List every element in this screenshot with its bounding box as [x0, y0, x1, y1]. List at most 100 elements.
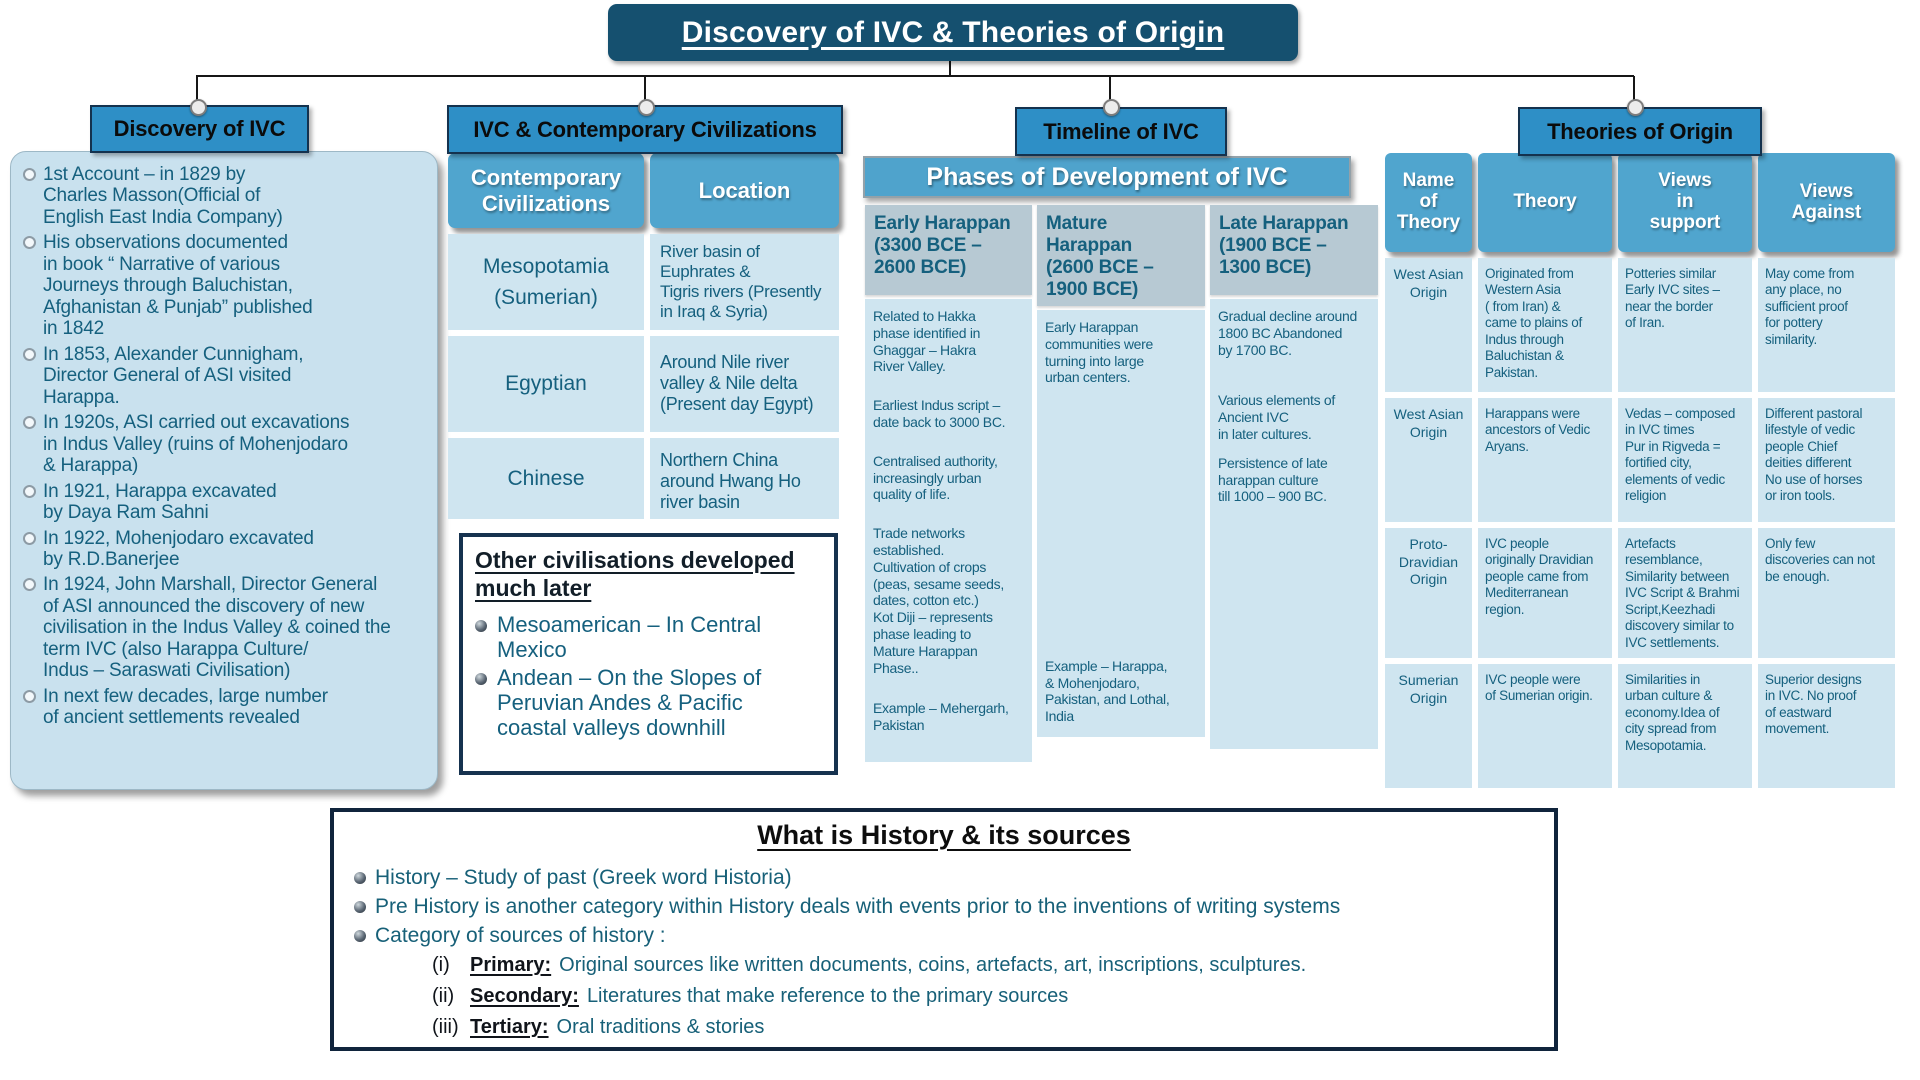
theory-cell: IVC people were of Sumerian origin.	[1478, 664, 1612, 788]
phase-paragraph: Gradual decline around 1800 BC Abandoned…	[1218, 308, 1357, 358]
connector-node-theories	[1627, 99, 1644, 116]
roman-numeral: (i)	[432, 954, 450, 976]
phase-paragraph: Related to Hakka phase identified in Gha…	[873, 308, 981, 375]
discovery-bullet: In 1921, Harappa excavated by Daya Ram S…	[43, 480, 277, 524]
discovery-bullet: In 1853, Alexander Cunnigham, Director G…	[43, 343, 304, 408]
history-bullet: Category of sources of history :	[375, 924, 666, 947]
sphere-bullet-icon	[354, 901, 366, 913]
phases-banner-label: Phases of Development of IVC	[926, 162, 1288, 191]
connector-node-timeline	[1103, 99, 1120, 116]
connector-drop-discovery	[196, 76, 198, 106]
discovery-bullet: 1st Account – in 1829 by Charles Masson(…	[43, 164, 283, 228]
table-cell-civ: Chinese	[448, 438, 644, 519]
phase-column-late: Late Harappan (1900 BCE – 1300 BCE) Grad…	[1210, 205, 1378, 762]
column-header-name-of-theory: Name of Theory	[1385, 153, 1472, 252]
phase-paragraph: Trade networks established. Cultivation …	[873, 525, 1004, 676]
list-item: In 1922, Mohenjodaro excavated by R.D.Ba…	[23, 528, 429, 571]
support-cell: Potteries similar Early IVC sites – near…	[1618, 258, 1752, 392]
discovery-bullet: In 1922, Mohenjodaro excavated by R.D.Ba…	[43, 527, 314, 570]
history-box-title: What is History & its sources	[757, 820, 1131, 850]
phase-paragraph: Earliest Indus script – date back to 300…	[873, 397, 1006, 430]
phase-column-early: Early Harappan (3300 BCE – 2600 BCE) Rel…	[865, 205, 1032, 762]
source-type-secondary: (ii)Secondary:Literatures that make refe…	[432, 981, 1540, 1012]
page-title: Discovery of IVC & Theories of Origin	[608, 4, 1298, 61]
list-item: His observations documented in book “ Na…	[23, 232, 429, 339]
sphere-bullet-icon	[354, 930, 366, 942]
theories-table: Name of Theory Theory Views in support V…	[1385, 153, 1895, 788]
circle-bullet-icon	[23, 416, 36, 430]
table-cell-civ: Mesopotamia (Sumerian)	[448, 234, 644, 330]
other-civilisations-box: Other civilisations developed much later…	[459, 533, 838, 775]
phase-body: Early Harappan communities were turning …	[1037, 310, 1205, 737]
source-type-label: Primary:	[470, 954, 552, 976]
support-cell: Similarities in urban culture & economy.…	[1618, 664, 1752, 788]
list-item: In next few decades, large number of anc…	[23, 686, 429, 729]
column-header-location: Location	[650, 153, 839, 228]
history-bullet: Pre History is another category within H…	[375, 895, 1341, 918]
list-item: Andean – On the Slopes of Peruvian Andes…	[475, 665, 822, 741]
phase-header: Late Harappan (1900 BCE – 1300 BCE)	[1210, 205, 1378, 295]
against-cell: Only few discoveries can not be enough.	[1758, 528, 1895, 658]
theory-cell: Originated from Western Asia ( from Iran…	[1478, 258, 1612, 392]
theory-name-cell: Sumerian Origin	[1385, 664, 1472, 788]
circle-bullet-icon	[23, 484, 36, 498]
discovery-bullet: In 1920s, ASI carried out excavations in…	[43, 412, 350, 477]
list-item: History – Study of past (Greek word Hist…	[354, 863, 1540, 892]
phase-example: Example – Harappa, & Mohenjodaro, Pakist…	[1045, 657, 1170, 725]
support-cell: Artefacts resemblance, Similarity betwee…	[1618, 528, 1752, 658]
connector-node-contemporary	[638, 99, 655, 116]
column-header-views-in-support: Views in support	[1618, 153, 1752, 252]
list-item: In 1920s, ASI carried out excavations in…	[23, 412, 429, 476]
support-cell: Vedas – composed in IVC times Pur in Rig…	[1618, 398, 1752, 522]
circle-bullet-icon	[23, 578, 36, 592]
discovery-bullet: In next few decades, large number of anc…	[43, 685, 328, 729]
source-type-text: Oral traditions & stories	[556, 1016, 765, 1038]
sphere-bullet-icon	[354, 872, 366, 884]
phase-body: Related to Hakka phase identified in Gha…	[865, 299, 1032, 762]
list-item: Category of sources of history :	[354, 921, 1540, 950]
other-civilisations-title: Other civilisations developed much later	[475, 547, 795, 601]
table-cell-location: Around Nile river valley & Nile delta (P…	[650, 336, 839, 432]
circle-bullet-icon	[23, 347, 36, 361]
section-header-timeline-label: Timeline of IVC	[1043, 118, 1199, 144]
list-item: Mesoamerican – In Central Mexico	[475, 612, 822, 663]
phase-paragraph: Early Harappan communities were turning …	[1045, 319, 1154, 386]
table-cell-civ: Egyptian	[448, 336, 644, 432]
discovery-bullet: In 1924, John Marshall, Director General…	[43, 574, 391, 682]
phase-header: Mature Harappan (2600 BCE – 1900 BCE)	[1037, 205, 1205, 306]
circle-bullet-icon	[23, 168, 36, 181]
connector-drop-theories	[1633, 76, 1635, 106]
list-item: In 1921, Harappa excavated by Daya Ram S…	[23, 481, 429, 524]
section-header-discovery-label: Discovery of IVC	[113, 116, 286, 141]
phase-example: Example – Mehergarh, Pakistan	[873, 700, 1009, 734]
circle-bullet-icon	[23, 531, 36, 545]
roman-numeral: (iii)	[432, 1016, 459, 1038]
phase-column-mature: Mature Harappan (2600 BCE – 1900 BCE) Ea…	[1037, 205, 1205, 762]
connector-drop-contemporary	[644, 76, 646, 106]
circle-bullet-icon	[23, 689, 36, 703]
connector-horizontal	[196, 75, 1634, 77]
phases-columns: Early Harappan (3300 BCE – 2600 BCE) Rel…	[865, 205, 1378, 762]
phase-header: Early Harappan (3300 BCE – 2600 BCE)	[865, 205, 1032, 295]
against-cell: May come from any place, no sufficient p…	[1758, 258, 1895, 392]
source-type-text: Original sources like written documents,…	[559, 954, 1307, 976]
history-sources-box: What is History & its sources History – …	[330, 808, 1558, 1051]
column-header-theory: Theory	[1478, 153, 1612, 252]
column-header-civilizations: Contemporary Civilizations	[448, 153, 644, 228]
table-cell-location: River basin of Euphrates & Tigris rivers…	[650, 234, 839, 330]
theory-name-cell: West Asian Origin	[1385, 258, 1472, 392]
connector-drop-timeline	[1109, 76, 1111, 106]
source-type-primary: (i) Primary: Original sources like written…	[432, 950, 1540, 981]
list-item: In 1924, John Marshall, Director General…	[23, 574, 429, 681]
page-title-text: Discovery of IVC & Theories of Origin	[681, 15, 1225, 49]
phase-paragraph: Centralised authority, increasingly urba…	[873, 452, 998, 503]
against-cell: Different pastoral lifestyle of vedic pe…	[1758, 398, 1895, 522]
history-bullet: History – Study of past (Greek word Hist…	[375, 866, 792, 889]
theory-cell: IVC people originally Dravidian people c…	[1478, 528, 1612, 658]
source-type-label: Secondary:	[470, 985, 579, 1007]
contemporary-civilizations-table: Contemporary Civilizations Location Meso…	[448, 153, 839, 519]
phase-body: Gradual decline around 1800 BC Abandoned…	[1210, 299, 1378, 749]
list-item: Pre History is another category within H…	[354, 892, 1540, 921]
connector-node-discovery	[190, 99, 207, 116]
section-header-timeline: Timeline of IVC	[1015, 107, 1227, 156]
